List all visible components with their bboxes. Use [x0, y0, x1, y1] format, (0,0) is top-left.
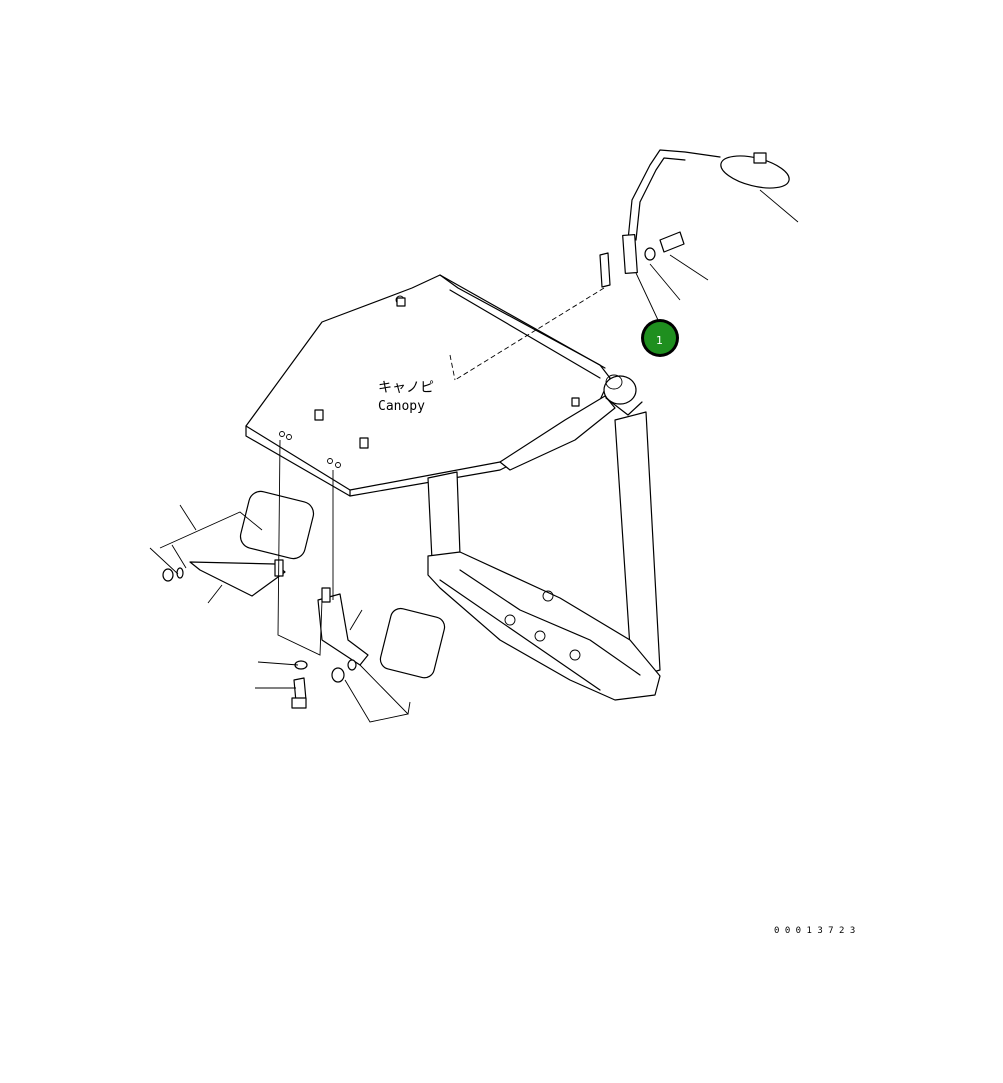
callout-1: 1 [641, 319, 679, 357]
mirror-assembly [449, 149, 790, 381]
leader-lines [149, 189, 799, 723]
canopy-label-en: Canopy [378, 399, 425, 414]
left-mirror-assembly [162, 490, 446, 709]
callout-1-number: 1 [656, 334, 663, 347]
canopy-label-jp: キャノピ [378, 380, 434, 396]
canopy-base-frame [427, 551, 661, 701]
canopy-right-post [603, 374, 661, 679]
canopy-top-bar [439, 274, 616, 471]
canopy-left-post [427, 471, 461, 561]
drawing-number: 0 0 0 1 3 7 2 3 [774, 926, 855, 936]
